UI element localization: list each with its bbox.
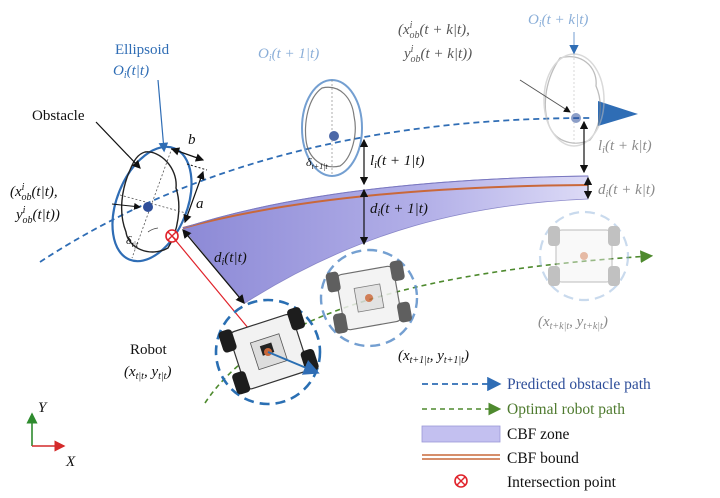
O-t1-label: Oi(t + 1|t) (258, 46, 319, 64)
ellipsoid-O-label: Oi(t|t) (113, 63, 149, 81)
legend-cbf-zone: CBF zone (507, 426, 570, 443)
robot-t1-pos-label: (xt+1|t, yt+1|t) (398, 348, 469, 366)
d-tk-label: di(t + k|t) (598, 182, 655, 200)
ellipsoid-pointer (157, 79, 169, 153)
robot-pos-label: (xt|t, yt|t) (124, 364, 171, 382)
l-t1-label: li(t + 1|t) (370, 153, 425, 171)
obs-pos-pointer (111, 202, 141, 210)
robot-t (214, 298, 322, 406)
a-dimension-line (183, 170, 205, 224)
legend-optimal-path: Optimal robot path (507, 401, 625, 418)
l-tk-label: li(t + k|t) (598, 138, 652, 156)
ellipsoid-title: Ellipsoid (115, 42, 170, 58)
legend-cbf-bound: CBF bound (507, 450, 579, 467)
b-dimension-line (170, 147, 205, 162)
legend-intersection-icon (454, 474, 468, 488)
obs-k-pointer (519, 79, 571, 113)
obstacle-tk (543, 53, 605, 147)
delta-tt-label: δt|t (126, 233, 139, 249)
robot-title: Robot (130, 342, 168, 358)
obstacle-t1 (301, 79, 363, 177)
obstacle-pointer (95, 121, 141, 169)
b-label: b (188, 132, 196, 148)
delta-t1-label: δt+1|t (306, 155, 328, 171)
legend: Predicted obstacle path Optimal robot pa… (421, 376, 651, 491)
d-tt-label: di(t|t) (214, 250, 247, 268)
obstacle-label: Obstacle (32, 108, 85, 124)
robot-tk-pos-label: (xt+k|t, yt+k|t) (538, 314, 608, 332)
O-tk-label: Oi(t + k|t) (528, 12, 588, 30)
a-label: a (196, 196, 204, 212)
cbf-bound-line (182, 184, 589, 229)
robot-tk (538, 210, 630, 302)
d-t1-label: di(t + 1|t) (370, 201, 428, 219)
axes-indicator (26, 412, 66, 452)
d-tt-arrow (182, 229, 245, 304)
axis-y-label: Y (38, 400, 48, 416)
axis-x-label: X (65, 454, 76, 470)
legend-intersection: Intersection point (507, 474, 617, 491)
robot-t1 (319, 248, 419, 348)
predicted-path-arrowhead (598, 101, 638, 126)
cbf-zone-top-edge (182, 175, 589, 229)
legend-predicted-path: Predicted obstacle path (507, 376, 651, 393)
